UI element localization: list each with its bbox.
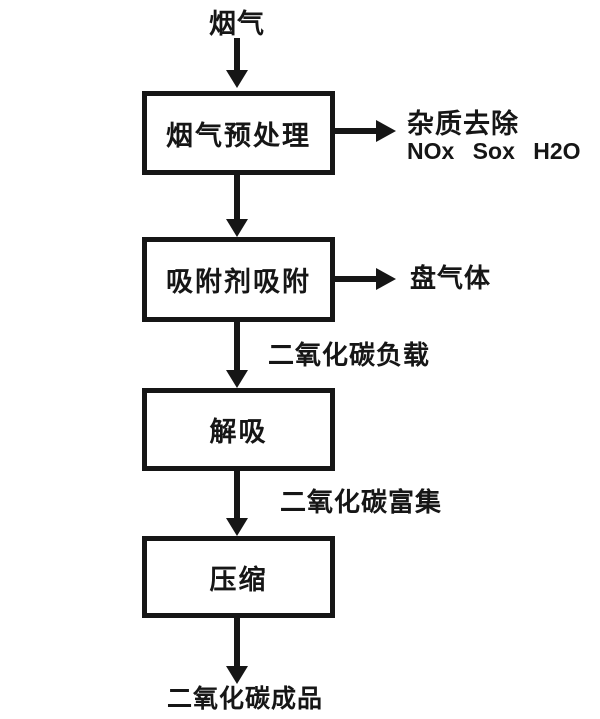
side-output-waste-gas: 盘气体 [410, 263, 492, 293]
arrow-shaft [234, 38, 240, 72]
arrow-head-icon [376, 120, 396, 142]
edge-label-co2-enriched: 二氧化碳富集 [280, 487, 443, 517]
arrow-head-icon [226, 518, 248, 536]
arrow-head-icon [226, 70, 248, 88]
process-box-label: 烟气预处理 [166, 120, 311, 151]
process-box-pretreatment: 烟气预处理 [142, 91, 335, 175]
side-output-line2: NOx Sox H2O [407, 138, 581, 165]
arrow-shaft [234, 322, 240, 372]
flow-output-label: 二氧化碳成品 [167, 685, 324, 713]
edge-label-co2-loaded: 二氧化碳负载 [268, 340, 431, 370]
arrow-shaft [234, 618, 240, 668]
process-box-label: 压缩 [209, 564, 268, 595]
flow-input-label: 烟气 [209, 9, 265, 39]
process-box-label: 解吸 [209, 417, 268, 447]
arrow-shaft [234, 471, 240, 520]
process-box-adsorption: 吸附剂吸附 [142, 237, 335, 322]
arrow-shaft [335, 276, 378, 282]
process-box-desorption: 解吸 [142, 388, 335, 471]
side-output-impurities: 杂质去除 NOx Sox H2O [407, 109, 581, 165]
arrow-shaft [335, 128, 378, 134]
arrow-head-icon [226, 666, 248, 684]
side-output-line1: 杂质去除 [407, 109, 519, 139]
arrow-head-icon [226, 370, 248, 388]
arrow-head-icon [376, 268, 396, 290]
process-box-compression: 压缩 [142, 536, 335, 618]
arrow-shaft [234, 175, 240, 221]
arrow-head-icon [226, 219, 248, 237]
process-box-label: 吸附剂吸附 [166, 267, 311, 297]
